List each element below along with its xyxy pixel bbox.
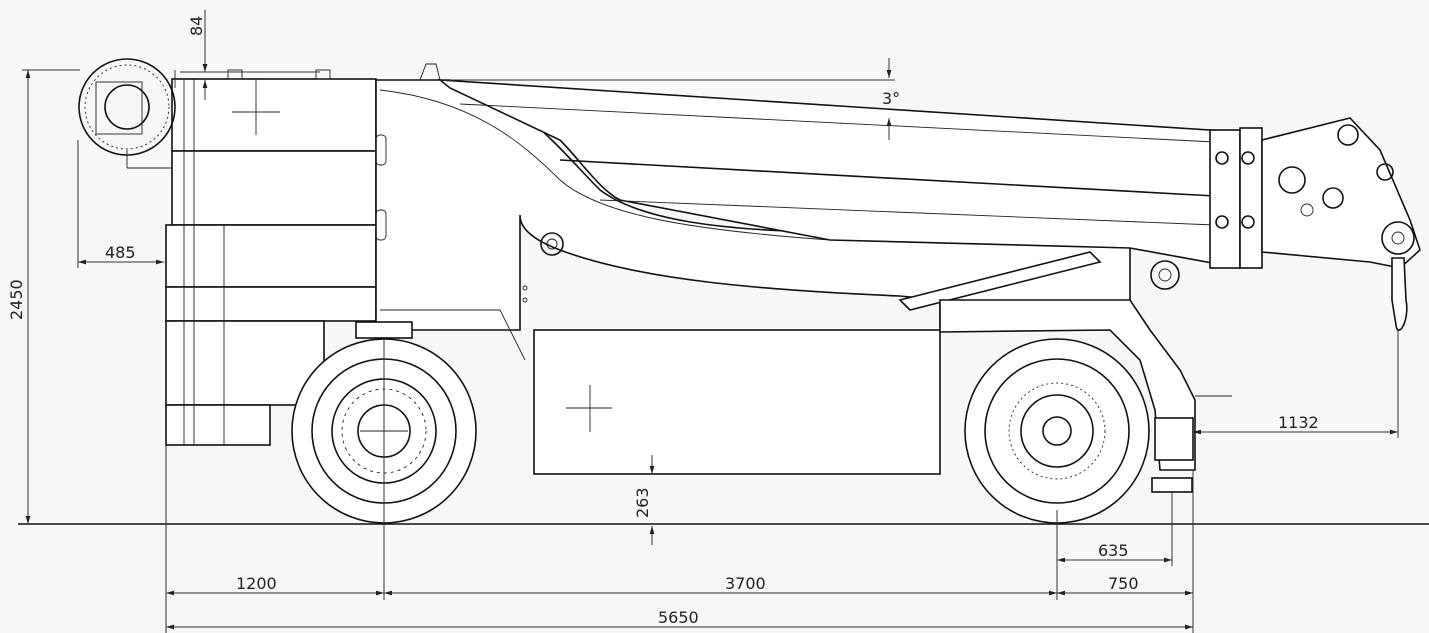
boom-head bbox=[1261, 117, 1421, 332]
dim-label-485: 485 bbox=[105, 243, 136, 262]
dim-label-84: 84 bbox=[187, 16, 206, 36]
dim-label-boom-angle: 3° bbox=[882, 89, 900, 108]
dim-label-1200: 1200 bbox=[236, 574, 277, 593]
telescopic-boom bbox=[419, 63, 1263, 269]
front-frame bbox=[939, 299, 1232, 493]
lift-cylinder bbox=[898, 251, 1180, 311]
dim-label-2450: 2450 bbox=[7, 279, 26, 320]
dim-label-750: 750 bbox=[1108, 574, 1139, 593]
side-box bbox=[533, 329, 941, 475]
dim-label-263: 263 bbox=[633, 487, 652, 518]
counterweight-stack bbox=[165, 69, 377, 446]
dimension-lines bbox=[22, 10, 1399, 633]
front-wheel bbox=[964, 338, 1150, 524]
dim-label-5650: 5650 bbox=[658, 608, 699, 627]
dim-label-3700: 3700 bbox=[725, 574, 766, 593]
winch-drum bbox=[78, 58, 176, 169]
hook-icon bbox=[1391, 257, 1408, 332]
chassis-frame bbox=[375, 79, 1131, 361]
dim-label-635: 635 bbox=[1098, 541, 1129, 560]
dim-label-1132: 1132 bbox=[1278, 413, 1319, 432]
